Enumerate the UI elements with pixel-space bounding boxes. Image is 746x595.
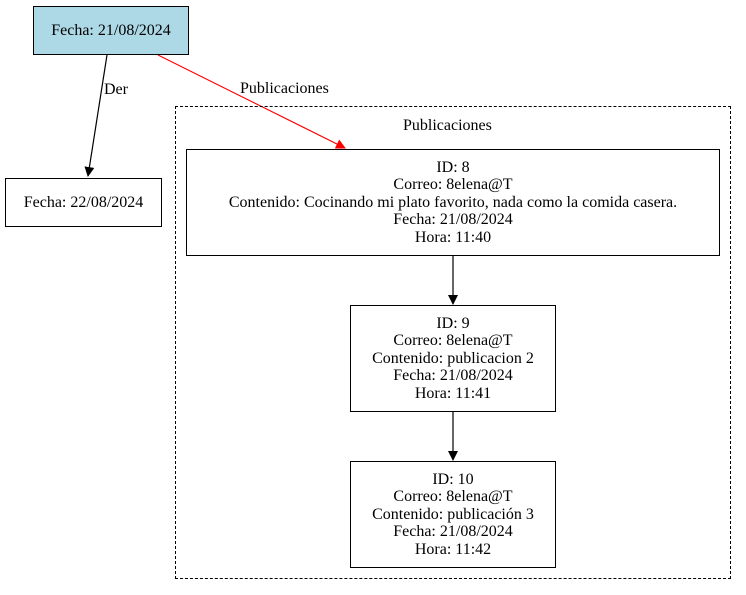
post-contenido: Contenido: Cocinando mi plato favorito, … <box>228 193 678 211</box>
post-hora: Hora: 11:42 <box>414 540 492 558</box>
post-id: ID: 8 <box>436 158 470 176</box>
edge-label-publicaciones: Publicaciones <box>240 80 329 97</box>
post-fecha: Fecha: 21/08/2024 <box>393 211 513 229</box>
edge-root-to-right-child <box>84 54 108 177</box>
edge-label-der: Der <box>104 81 128 98</box>
post-fecha: Fecha: 21/08/2024 <box>393 523 513 541</box>
post-id: ID: 10 <box>432 470 474 488</box>
root-node[interactable]: Fecha: 21/08/2024 <box>33 6 189 55</box>
post-node-9[interactable]: ID: 9 Correo: 8elena@T Contenido: public… <box>350 305 556 412</box>
post-correo: Correo: 8elena@T <box>393 488 513 506</box>
post-hora: Hora: 11:40 <box>414 228 492 246</box>
right-child-node[interactable]: Fecha: 22/08/2024 <box>5 178 162 227</box>
post-contenido: Contenido: publicacion 2 <box>372 349 534 367</box>
cluster-title: Publicaciones <box>403 117 492 134</box>
post-correo: Correo: 8elena@T <box>393 332 513 350</box>
post-correo: Correo: 8elena@T <box>393 176 513 194</box>
post-contenido: Contenido: publicación 3 <box>372 505 534 523</box>
publicaciones-cluster <box>175 106 731 579</box>
edge-root-to-cluster <box>157 54 346 149</box>
post-id: ID: 9 <box>436 314 470 332</box>
post-fecha: Fecha: 21/08/2024 <box>393 367 513 385</box>
root-node-label: Fecha: 21/08/2024 <box>51 21 171 39</box>
right-child-node-label: Fecha: 22/08/2024 <box>23 193 144 211</box>
post-node-8[interactable]: ID: 8 Correo: 8elena@T Contenido: Cocina… <box>186 149 720 256</box>
post-hora: Hora: 11:41 <box>414 384 492 402</box>
post-node-10[interactable]: ID: 10 Correo: 8elena@T Contenido: publi… <box>350 461 556 568</box>
